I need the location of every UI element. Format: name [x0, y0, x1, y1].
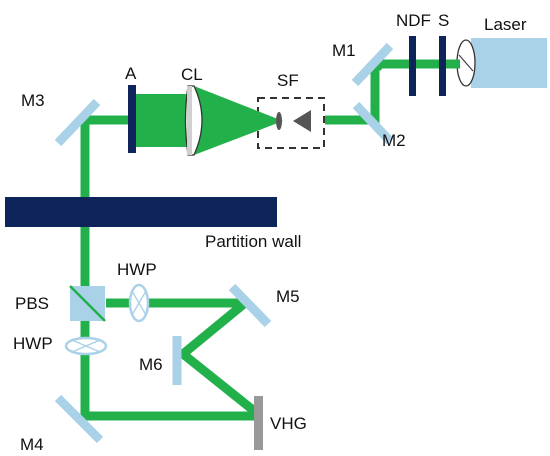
label-hwp-top: HWP [117, 260, 157, 279]
label-m2: M2 [382, 131, 406, 150]
aperture-a [128, 85, 136, 153]
label-m4: M4 [20, 435, 44, 454]
mirror-m3 [54, 98, 101, 147]
sf-objective [293, 110, 311, 132]
label-ndf: NDF [396, 11, 431, 30]
label-pbs: PBS [15, 294, 49, 313]
label-hwp-bottom: HWP [13, 334, 53, 353]
laser-lens-mark [458, 54, 474, 72]
beam-expanding-cone [194, 86, 283, 155]
label-m1: M1 [332, 41, 356, 60]
beam-m5-m6-vhg [175, 299, 261, 418]
partition-wall [5, 197, 277, 227]
hwp-top-mark-b [131, 290, 147, 316]
label-partition-wall: Partition wall [205, 232, 301, 251]
label-sf: SF [277, 71, 299, 90]
cl-lens-edge [187, 86, 192, 155]
mirror-m1 [351, 42, 394, 87]
vhg-grating [254, 396, 263, 450]
beam-main-path [80, 115, 258, 421]
label-m5: M5 [276, 287, 300, 306]
label-m3: M3 [21, 91, 45, 110]
mirror-m2 [352, 101, 394, 145]
label-m6: M6 [139, 355, 163, 374]
mirror-m4 [54, 394, 104, 444]
label-vhg: VHG [270, 414, 307, 433]
label-laser: Laser [484, 15, 527, 34]
beam-laser-m1 [373, 59, 460, 71]
label-s: S [438, 11, 449, 30]
label-cl: CL [181, 65, 203, 84]
laser-body [471, 38, 547, 88]
shutter [439, 36, 446, 96]
label-a: A [125, 64, 137, 83]
pbs-diagonal [69, 285, 106, 322]
beam-collimated [131, 94, 195, 147]
mirror-m5 [228, 283, 272, 328]
sf-lens [276, 112, 282, 130]
hwp-bottom-mark-b [71, 339, 101, 353]
ndf-filter [409, 36, 416, 96]
